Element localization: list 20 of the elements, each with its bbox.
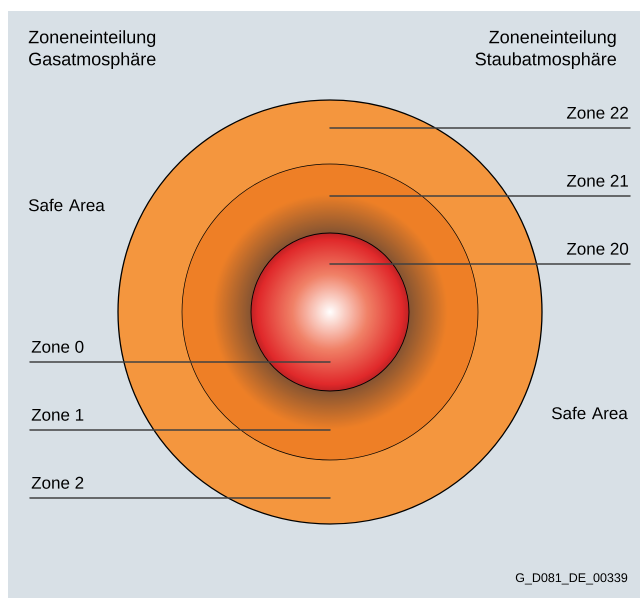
- leader-line: [29, 429, 331, 431]
- heading: Zoneneinteilung Staubatmosphäre: [476, 30, 616, 69]
- zone-label: Zone 2: [32, 476, 84, 489]
- zone-label: Zone 20: [566, 242, 628, 255]
- leader-line: [329, 127, 631, 129]
- area-label: Safe Area: [28, 198, 105, 212]
- zone-disc: [182, 164, 478, 460]
- leader-line: [29, 497, 331, 499]
- zone-label: Zone 21: [566, 174, 628, 187]
- leader-line: [329, 195, 631, 197]
- zone-disc: [117, 99, 543, 525]
- leader-line: [329, 263, 631, 265]
- zone-label: Zone 0: [32, 340, 84, 353]
- heading: Zoneneinteilung Gasatmosphäre: [28, 30, 156, 69]
- figure-code: G_D081_DE_00339: [516, 573, 628, 584]
- leader-line: [29, 361, 331, 363]
- zone-disc: [250, 232, 410, 392]
- zone-label: Zone 1: [32, 408, 84, 421]
- area-label: Safe Area: [552, 406, 628, 420]
- zone-label: Zone 22: [566, 106, 628, 119]
